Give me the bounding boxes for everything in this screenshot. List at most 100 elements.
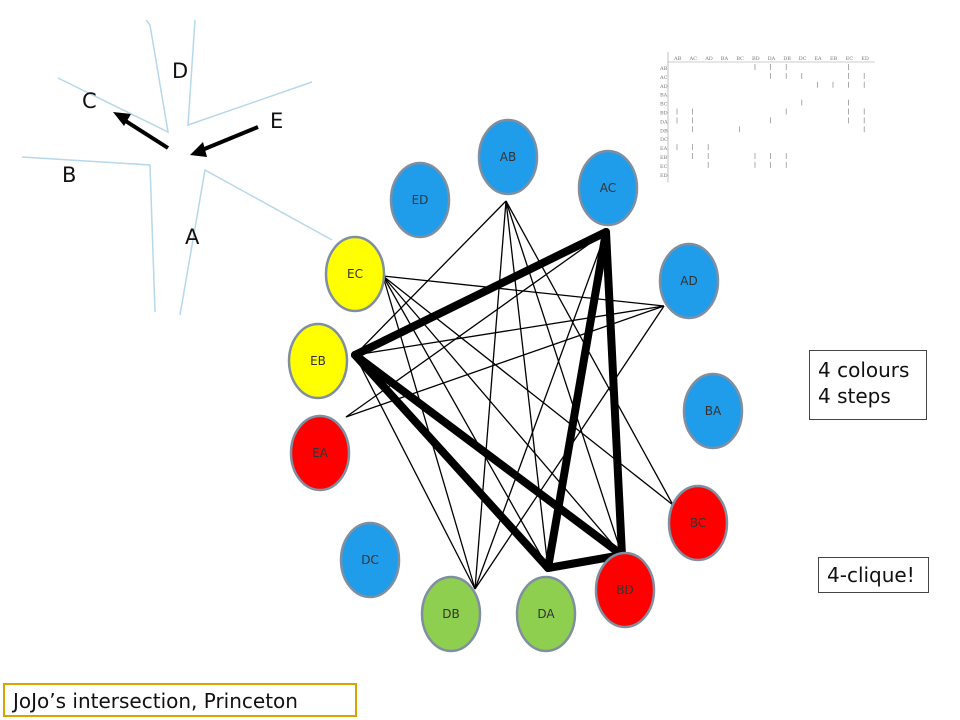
matrix-col-label: AB — [673, 56, 682, 62]
edge-ab-db — [474, 200, 507, 590]
node-label: DB — [442, 607, 459, 621]
road-arrows — [113, 112, 259, 157]
caption-box: JoJo’s intersection, Princeton — [3, 683, 357, 717]
info-box: 4 colours 4 steps — [809, 350, 927, 420]
road-label-a: A — [185, 225, 200, 249]
caption-text: JoJo’s intersection, Princeton — [13, 689, 298, 713]
node-label: EA — [312, 446, 329, 460]
matrix-col-label: DC — [799, 56, 807, 62]
node-circle — [515, 575, 577, 653]
node-label: BA — [705, 404, 722, 418]
node-label: EB — [310, 354, 326, 368]
matrix-row-label: BD — [660, 111, 668, 117]
edge-ec-bc — [382, 275, 674, 506]
node-circle — [289, 414, 351, 492]
matrix-col-label: ED — [861, 56, 869, 62]
clique-edge-eb-da — [351, 351, 552, 572]
road-edge — [21, 156, 156, 313]
node-bc: BC — [667, 484, 729, 562]
matrix-row-label: AB — [659, 66, 668, 72]
node-ea: EA — [289, 414, 351, 492]
node-label: AD — [680, 274, 697, 288]
matrix-col-label: BD — [752, 56, 760, 62]
node-circle — [324, 235, 386, 313]
matrix-col-label: BA — [721, 56, 729, 62]
node-dc: DC — [339, 521, 401, 599]
node-circle — [389, 161, 451, 239]
node-circle — [682, 372, 744, 450]
road-label-e: E — [270, 109, 283, 133]
matrix-col-label: BC — [736, 56, 744, 62]
road-edge — [57, 24, 169, 134]
node-label: BC — [690, 516, 706, 530]
node-db: DB — [420, 575, 482, 653]
matrix-col-label: DA — [768, 56, 776, 62]
matrix-row-label: AC — [659, 75, 668, 81]
matrix-row-label: ED — [660, 173, 668, 179]
arrow-to-c — [122, 118, 170, 150]
road-intersection-map — [21, 19, 333, 316]
graph-nodes: AB AC ED AD EC EB BA EA BC DC BD DB DA — [287, 118, 744, 653]
matrix-row-label: EC — [660, 164, 668, 170]
matrix-row-label: BA — [660, 93, 668, 99]
road-edge — [179, 168, 333, 316]
clique-edges — [351, 228, 626, 572]
edge-ea-ac — [345, 231, 607, 418]
road-label-c: C — [82, 89, 97, 113]
node-label: AB — [500, 150, 516, 164]
matrix-col-label: EB — [830, 56, 838, 62]
edge-ec-da — [382, 275, 549, 569]
node-ab: AB — [477, 118, 539, 196]
node-da: DA — [515, 575, 577, 653]
node-eb: EB — [287, 322, 349, 400]
matrix-col-label: DB — [783, 56, 791, 62]
steps-count: 4 steps — [818, 384, 891, 408]
road-edge — [187, 19, 313, 127]
node-label: EC — [347, 267, 363, 281]
matrix-row-label: EA — [660, 146, 668, 152]
node-ec: EC — [324, 235, 386, 313]
node-circle — [477, 118, 539, 196]
conflict-matrix: ABABACACADADBABABCBCBDBDDADADBDBDCDCEAEA… — [659, 52, 875, 183]
colours-count: 4 colours — [818, 358, 910, 382]
arrow-head-icon — [190, 142, 207, 157]
node-label: BD — [616, 583, 633, 597]
conflict-graph: AB AC ED AD EC EB BA EA BC DC BD DB DA — [287, 118, 744, 653]
node-circle — [658, 242, 720, 320]
matrix-row-label: DC — [660, 137, 668, 143]
edge-ab-eb — [354, 200, 507, 356]
clique-label: 4-clique! — [827, 563, 915, 587]
node-label: ED — [412, 193, 429, 207]
road-edge — [145, 19, 151, 26]
edge-ab-da — [505, 200, 549, 569]
node-ed: ED — [389, 161, 451, 239]
node-circle — [420, 575, 482, 653]
clique-edge-eb-ac — [351, 228, 610, 359]
arrow-from-e — [201, 125, 259, 152]
node-label: AC — [600, 181, 616, 195]
matrix-col-label: EC — [846, 56, 854, 62]
node-ba: BA — [682, 372, 744, 450]
node-circle — [594, 551, 656, 629]
matrix-col-label: AC — [689, 56, 698, 62]
edge-ac-db — [474, 231, 607, 590]
clique-box: 4-clique! — [818, 557, 929, 593]
matrix-row-label: DA — [660, 119, 668, 125]
matrix-row-label: EB — [660, 155, 668, 161]
matrix-row-label: DB — [660, 128, 668, 134]
matrix-row-label: AD — [659, 84, 668, 90]
node-circle — [667, 484, 729, 562]
clique-edge-ac-da — [544, 228, 610, 572]
node-bd: BD — [594, 551, 656, 629]
edge-ab-bd — [505, 200, 623, 556]
road-label-b: B — [62, 163, 76, 187]
clique-edge-ac-bd — [602, 228, 626, 559]
arrow-head-icon — [113, 112, 131, 126]
node-label: DA — [537, 607, 555, 621]
matrix-row-label: BC — [660, 102, 668, 108]
node-circle — [287, 322, 349, 400]
node-label: DC — [361, 553, 379, 567]
node-circle — [577, 149, 639, 227]
node-ac: AC — [577, 149, 639, 227]
